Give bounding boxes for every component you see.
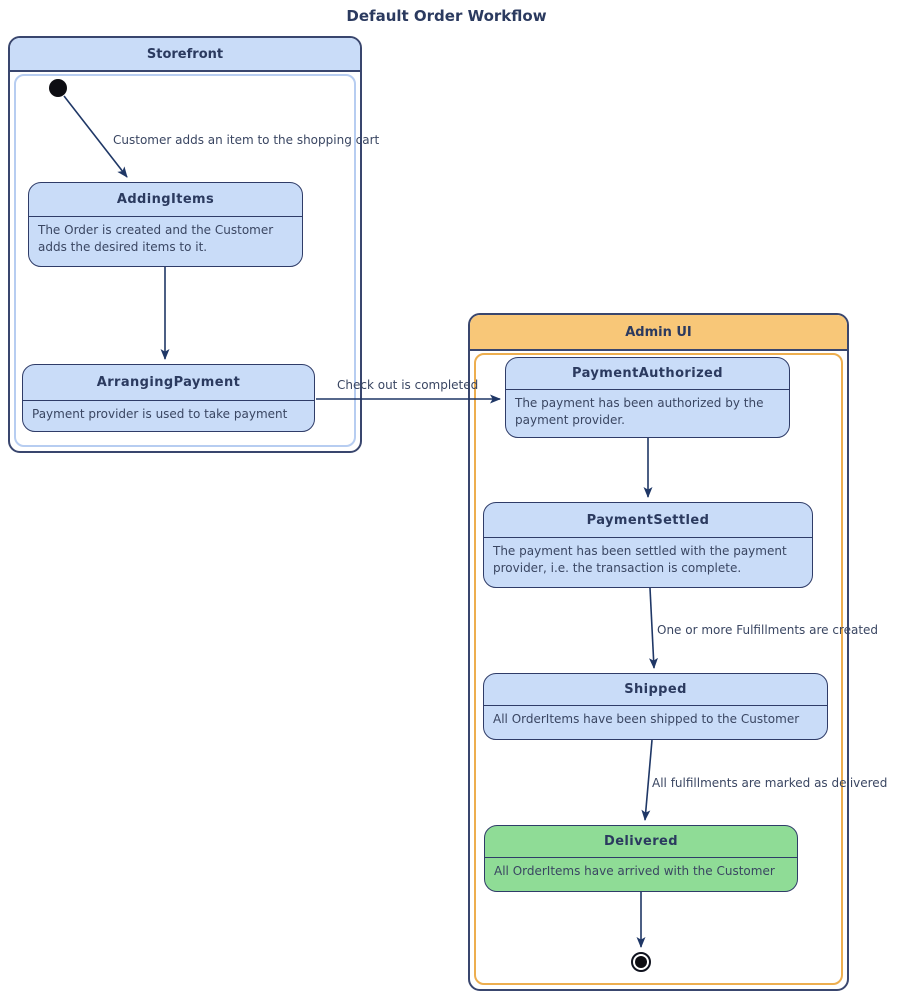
state-payment-settled-name: PaymentSettled bbox=[484, 503, 812, 538]
edge-label-marked-delivered: All fulfillments are marked as delivered bbox=[652, 776, 888, 790]
state-delivered-name: Delivered bbox=[485, 826, 797, 858]
group-admin-ui-title: Admin UI bbox=[470, 315, 847, 351]
diagram-title: Default Order Workflow bbox=[346, 7, 547, 25]
state-payment-authorized-name: PaymentAuthorized bbox=[506, 358, 789, 390]
state-payment-authorized: PaymentAuthorized The payment has been a… bbox=[505, 357, 790, 438]
state-adding-items-description: The Order is created and the Customer ad… bbox=[38, 223, 274, 254]
state-arranging-payment-name: ArrangingPayment bbox=[23, 365, 314, 401]
state-adding-items: AddingItems The Order is created and the… bbox=[28, 182, 303, 267]
state-shipped-description: All OrderItems have been shipped to the … bbox=[493, 712, 800, 726]
edge-label-fulfillments-created: One or more Fulfillments are created bbox=[657, 623, 879, 637]
state-shipped: Shipped All OrderItems have been shipped… bbox=[483, 673, 828, 740]
edge-label-checkout: Check out is completed bbox=[337, 378, 479, 392]
group-storefront-title: Storefront bbox=[10, 38, 360, 72]
state-adding-items-name: AddingItems bbox=[29, 183, 302, 217]
state-arranging-payment: ArrangingPayment Payment provider is use… bbox=[22, 364, 315, 432]
state-payment-settled: PaymentSettled The payment has been sett… bbox=[483, 502, 813, 588]
state-arranging-payment-description: Payment provider is used to take payment bbox=[32, 407, 288, 421]
state-delivered: Delivered All OrderItems have arrived wi… bbox=[484, 825, 798, 892]
initial-state-icon bbox=[49, 79, 67, 97]
state-payment-settled-description: The payment has been settled with the pa… bbox=[493, 544, 787, 575]
state-delivered-description: All OrderItems have arrived with the Cus… bbox=[494, 864, 775, 878]
state-payment-authorized-description: The payment has been authorized by the p… bbox=[515, 396, 764, 427]
final-state-icon bbox=[631, 952, 651, 972]
edge-label-initial-to-addingitems: Customer adds an item to the shopping ca… bbox=[113, 133, 380, 147]
state-shipped-name: Shipped bbox=[484, 674, 827, 706]
